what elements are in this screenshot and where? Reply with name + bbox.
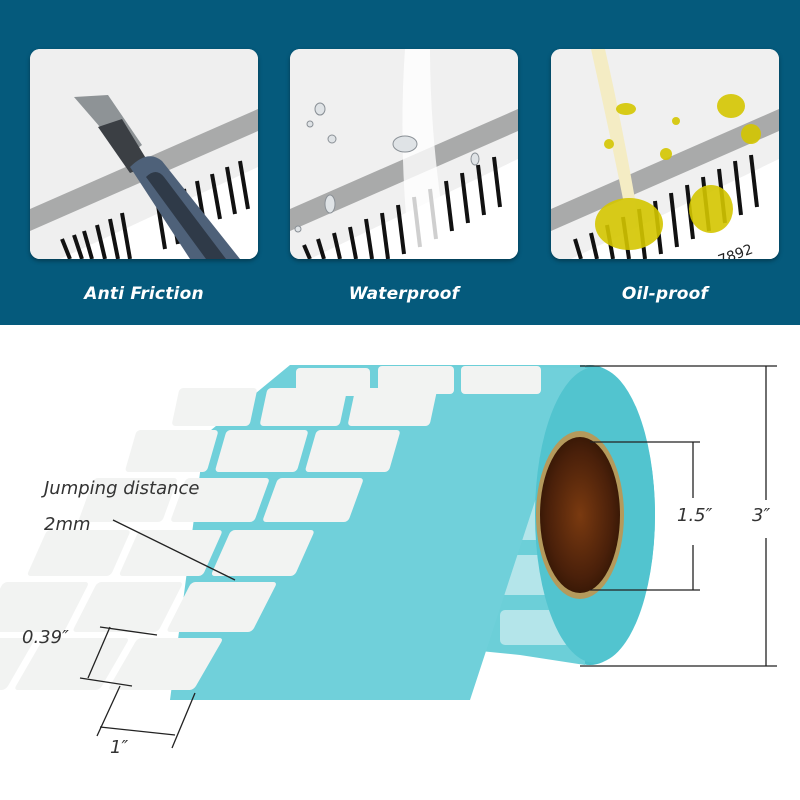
jumping-distance-label: Jumping distance	[44, 478, 200, 499]
oil-drop-icon: 7892	[551, 49, 779, 259]
product-diagram: Jumping distance 2mm 0.39″ 1″ 1.5″ 3″	[0, 325, 800, 800]
core-diameter-value: 1.5″	[677, 505, 713, 526]
feature-image-waterproof	[290, 49, 518, 259]
feature-label-waterproof: Waterproof	[348, 284, 460, 304]
water-drop-icon	[290, 49, 518, 259]
label-height-value: 0.39″	[22, 627, 69, 648]
label-roll-icon	[0, 365, 777, 749]
roll-diameter-value: 3″	[752, 505, 771, 526]
jumping-distance-value: 2mm	[44, 514, 91, 535]
feature-image-oil-proof: 7892	[551, 49, 779, 259]
knife-icon	[30, 49, 258, 259]
feature-label-oil-proof: Oil-proof	[621, 284, 709, 304]
feature-image-anti-friction	[30, 49, 258, 259]
feature-label-anti-friction: Anti Friction	[84, 284, 204, 304]
label-width-value: 1″	[110, 737, 129, 758]
